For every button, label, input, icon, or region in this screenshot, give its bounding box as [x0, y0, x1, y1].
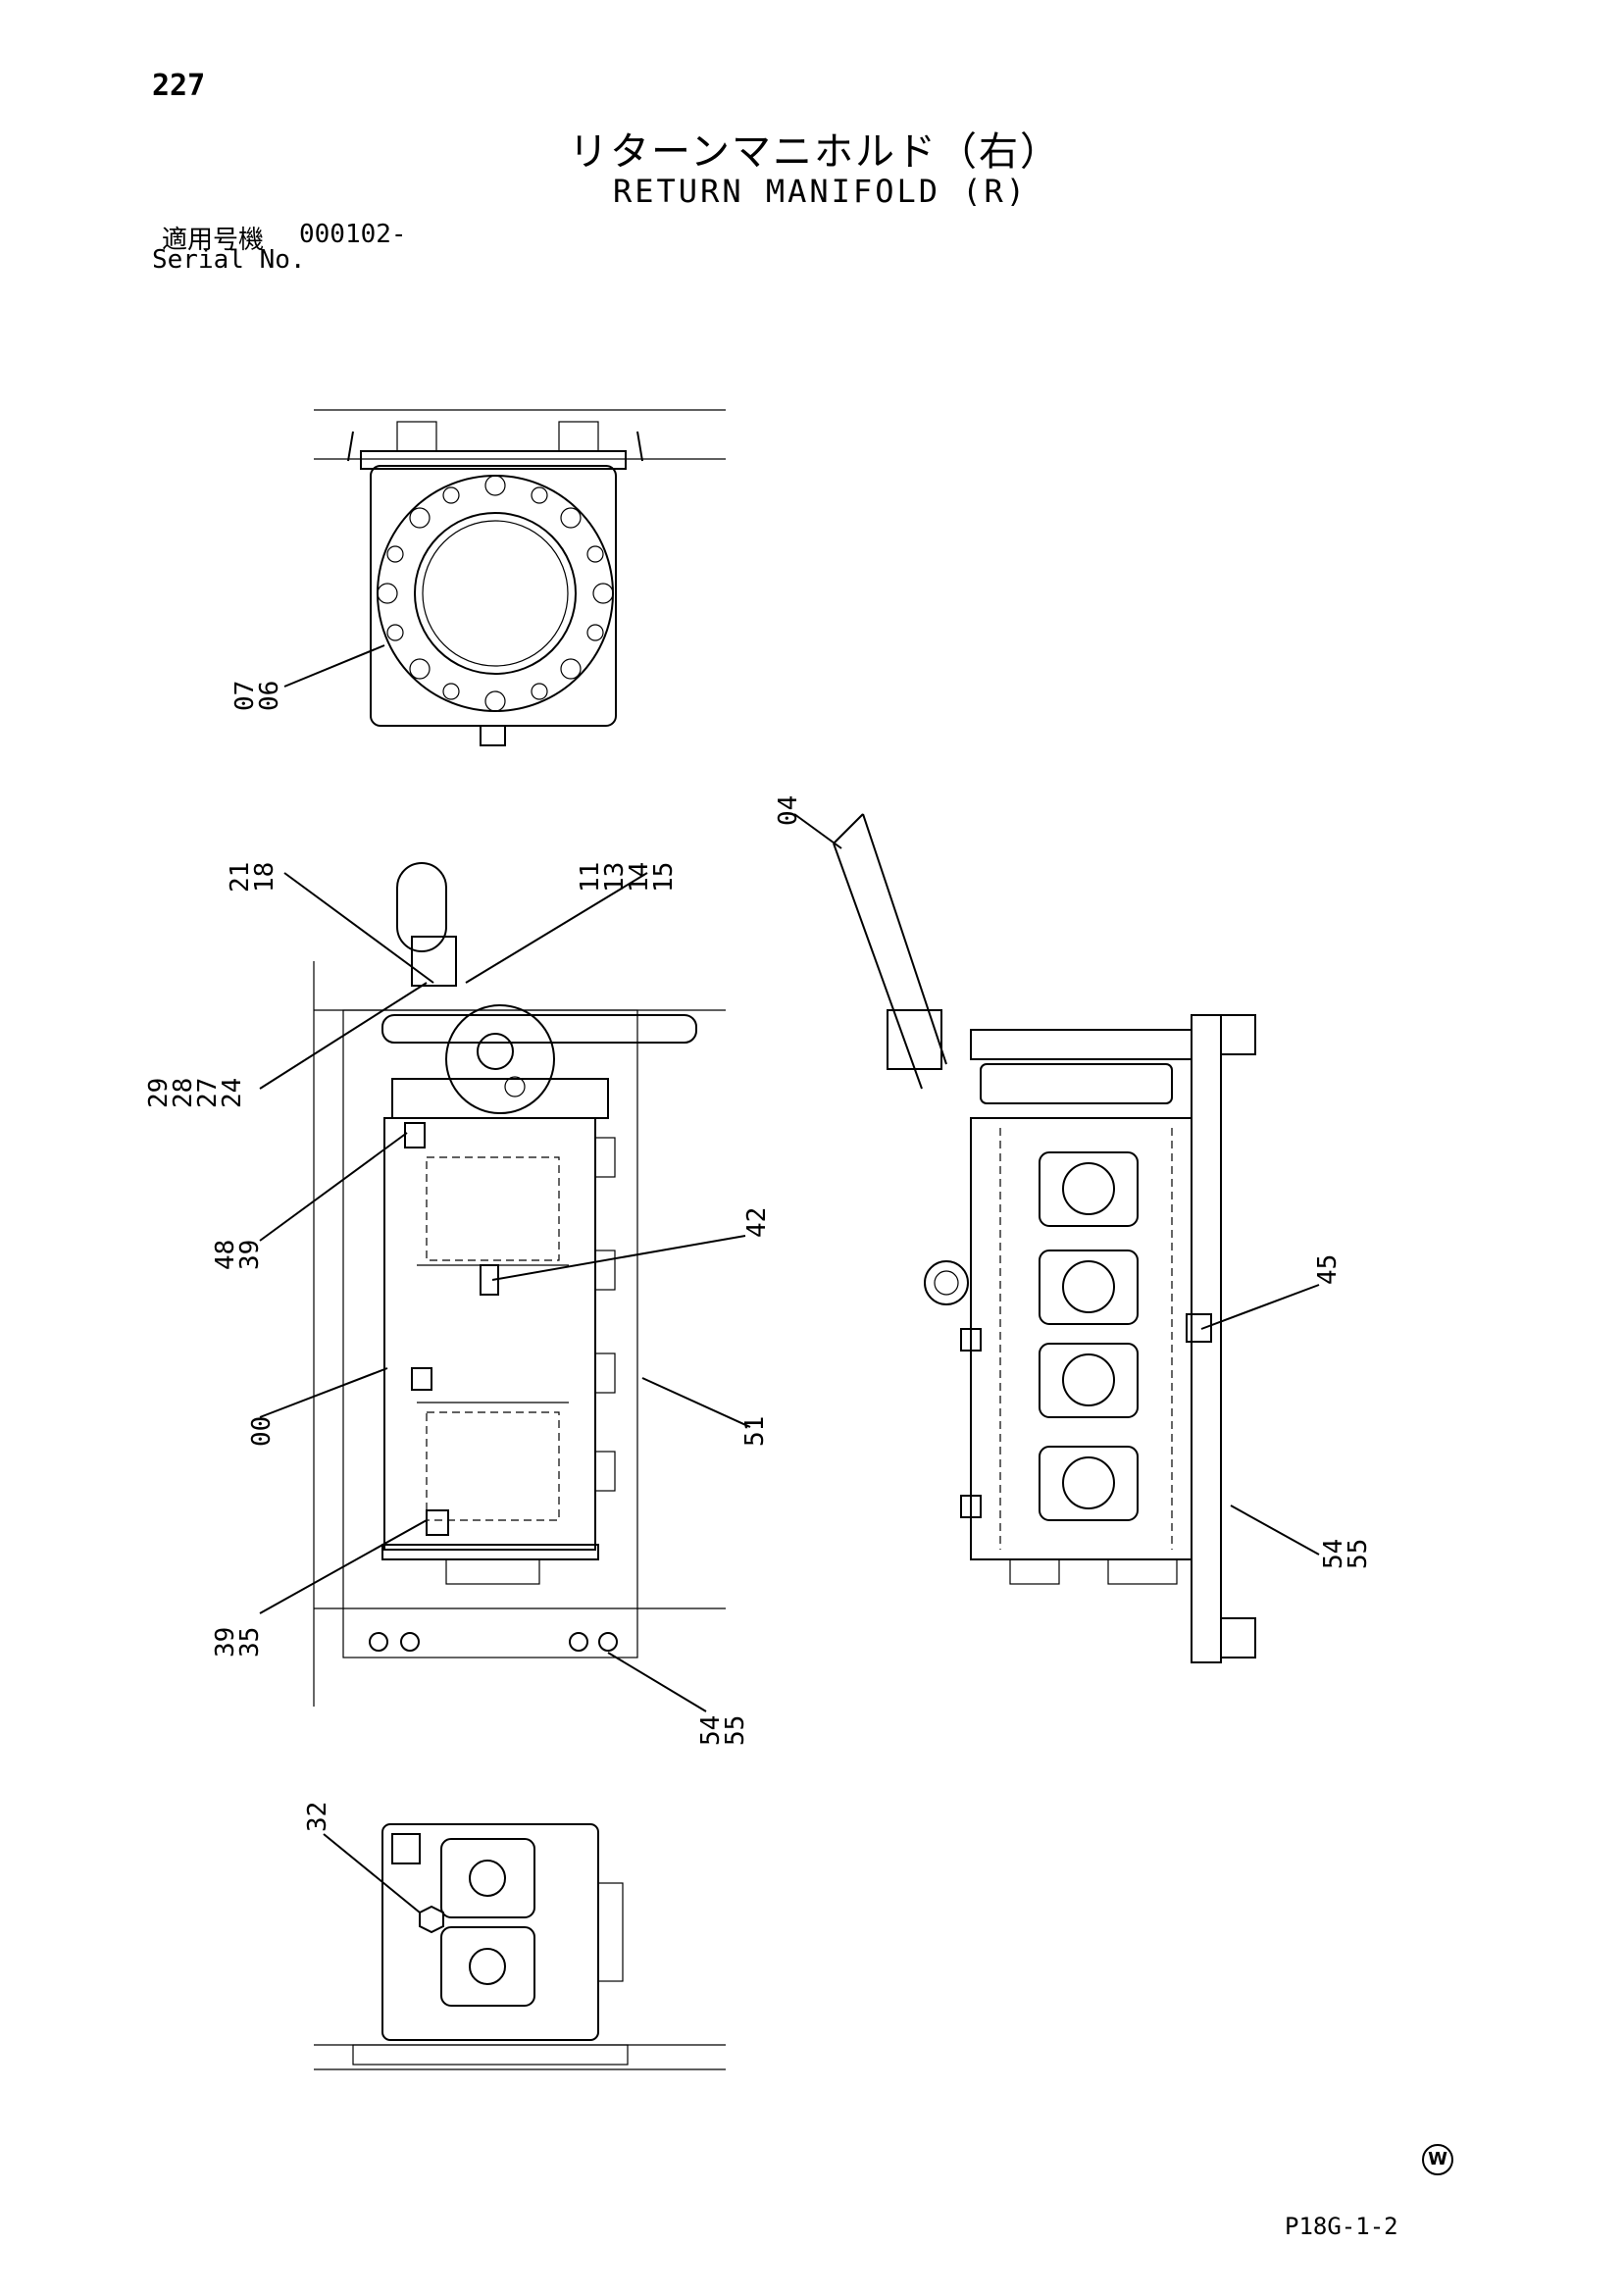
w-mark-icon: W: [1422, 2144, 1453, 2175]
callout-04: 04: [774, 795, 803, 826]
callout-07-06-0: 07: [230, 681, 260, 711]
callout-32: 32: [303, 1802, 332, 1832]
callout-13: 13: [600, 862, 630, 893]
callout-54-bottom: 54: [696, 1715, 726, 1746]
manifold-side-view: [833, 813, 1256, 1663]
callout-55-right: 55: [1344, 1539, 1373, 1569]
callout-21-18-0: 21: [226, 862, 255, 893]
callout-45: 45: [1313, 1254, 1343, 1285]
callout-14: 14: [625, 862, 654, 893]
callout-leaders: [259, 644, 1320, 1913]
flange-view: [314, 409, 726, 746]
callout-54-right: 54: [1319, 1539, 1348, 1569]
callout-39b: 39: [211, 1627, 240, 1658]
manifold-bottom-view: [314, 1823, 726, 2070]
callout-21-18-1: 18: [250, 862, 279, 893]
serial-label-japanese: 適用号機: [162, 226, 265, 255]
callout-29: 29: [144, 1078, 174, 1108]
serial-label-english: Serial No.: [152, 245, 306, 275]
callout-28: 28: [169, 1078, 198, 1108]
callout-51: 51: [740, 1416, 770, 1447]
callout-24: 24: [218, 1078, 247, 1108]
callout-27: 27: [193, 1078, 223, 1108]
callout-55-bottom: 55: [721, 1715, 750, 1746]
manifold-front-view: [313, 862, 726, 1707]
title-japanese: リターンマニホルド（右）: [569, 129, 1061, 175]
callout-07-06-1: 06: [255, 681, 284, 711]
title-english: RETURN MANIFOLD (R): [613, 173, 1029, 210]
drawing-code: P18G-1-2: [1285, 2213, 1398, 2240]
callout-35: 35: [235, 1627, 265, 1658]
callout-48: 48: [211, 1240, 240, 1270]
callout-42: 42: [742, 1207, 772, 1238]
callout-39a: 39: [235, 1240, 265, 1270]
serial-number-value: 000102-: [299, 220, 407, 249]
callout-00: 00: [247, 1416, 277, 1447]
callout-labels: 07 06 21 18 11 13 14 15 29 28 27 24 48 3…: [144, 681, 1373, 1832]
callout-11: 11: [576, 862, 605, 893]
callout-15: 15: [649, 862, 679, 893]
page-number: 227: [152, 69, 206, 103]
